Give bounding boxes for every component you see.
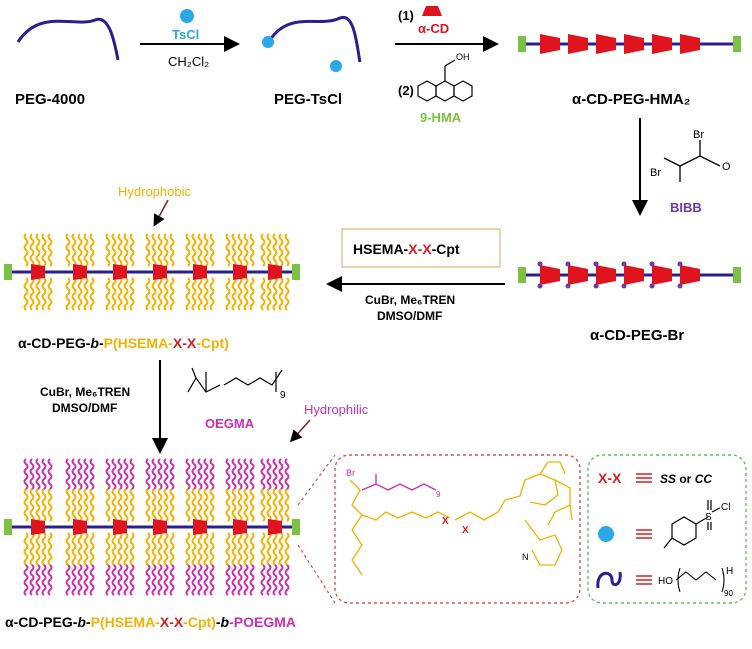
hsema-reagent-box: [341, 228, 501, 268]
zoom-line-bottom: [297, 544, 336, 604]
cd-peg-b-p-hsema-label: α-CD-PEG-b-P(HSEMA-X-X-Cpt): [18, 335, 229, 351]
step1-label: (1): [398, 8, 414, 23]
zoom-x2-label: X: [462, 525, 469, 536]
hsema-reagent-label: HSEMA-X-X-Cpt: [353, 241, 460, 257]
oegma-structure-icon: [187, 367, 283, 393]
hydrophobic-brush-polymer: [4, 233, 300, 311]
step2-label: (2): [398, 83, 414, 98]
alpha-cd-label: α-CD: [418, 21, 449, 36]
cd-peg-br-label: α-CD-PEG-Br: [590, 327, 684, 344]
hma-label: 9-HMA: [420, 110, 462, 125]
zoom-oegma-chain: [361, 474, 437, 491]
peg-tscl-label: PEG-TsCl: [274, 91, 342, 108]
dmso-label-2: DMSO/DMF: [52, 401, 117, 415]
dmso-label-1: DMSO/DMF: [377, 309, 442, 323]
peg4000-chain-icon: [16, 17, 120, 61]
hydrophobic-label: Hydrophobic: [118, 184, 191, 199]
equiv-icon-1: [636, 473, 652, 483]
legend-90-label: 90: [724, 589, 733, 598]
tosyl-structure-icon: [663, 500, 721, 549]
legend-tscl-dot-icon: [598, 526, 614, 542]
alpha-cd-icon: [422, 6, 442, 16]
peg4000-label: PEG-4000: [15, 91, 85, 108]
hydrophilic-pointer: [289, 419, 311, 443]
cd-peg-hma2-label: α-CD-PEG-HMA₂: [572, 91, 690, 108]
zoom-backbone: [349, 461, 573, 576]
cubr-label-2: CuBr, Me₆TREN: [40, 385, 130, 399]
oegma-n-label: 9: [280, 390, 286, 401]
ch2cl2-label: CH₂Cl₂: [168, 54, 209, 69]
tscl-label: TsCl: [172, 27, 199, 42]
hydrophilic-brush-polymer: [4, 458, 300, 596]
equiv-icon-2: [636, 529, 652, 539]
zoom-x1-label: X: [442, 516, 449, 527]
legend-xx-row: X-X: [598, 470, 622, 486]
legend-xx-def: SS or CC: [660, 472, 712, 486]
oh-label: OH: [456, 52, 470, 62]
legend-s-label: S: [705, 512, 712, 523]
peg-repeat-structure-icon: [675, 567, 725, 593]
anthracene-structure-icon: [417, 59, 473, 102]
oegma-label: OEGMA: [205, 416, 255, 431]
bibb-br1-label: Br: [693, 129, 704, 141]
bibb-o-label: O: [722, 161, 731, 173]
zoom-nitrogen-label: N: [522, 552, 529, 562]
bibb-br2-label: Br: [650, 167, 661, 179]
hydrophilic-label: Hydrophilic: [304, 402, 369, 417]
legend-cl-label: Cl: [721, 502, 730, 513]
legend-box: [587, 454, 747, 604]
cubr-label-1: CuBr, Me₆TREN: [365, 293, 455, 307]
hydrophobic-pointer: [153, 199, 169, 227]
cd-peg-hma2-rotaxane: [518, 34, 741, 54]
tscl-dot-icon: [180, 9, 194, 23]
zoom-br-label: Br: [346, 468, 355, 478]
legend-h-label: H: [726, 566, 733, 577]
bibb-structure-icon: [663, 140, 721, 182]
cd-peg-br-rotaxane: [518, 261, 741, 289]
equiv-icon-3: [636, 575, 652, 585]
zoom-n-label: 9: [436, 490, 441, 499]
zoom-line-top: [297, 454, 336, 506]
zoom-structure-box: [334, 454, 581, 604]
peg-tscl-chain-icon: [262, 15, 362, 72]
legend-ho-label: HO: [658, 576, 673, 587]
final-polymer-label: α-CD-PEG-b-P(HSEMA-X-X-Cpt)-b-POEGMA: [5, 614, 296, 630]
bibb-label: BIBB: [670, 200, 702, 215]
legend-peg-chain-icon: [596, 571, 622, 589]
